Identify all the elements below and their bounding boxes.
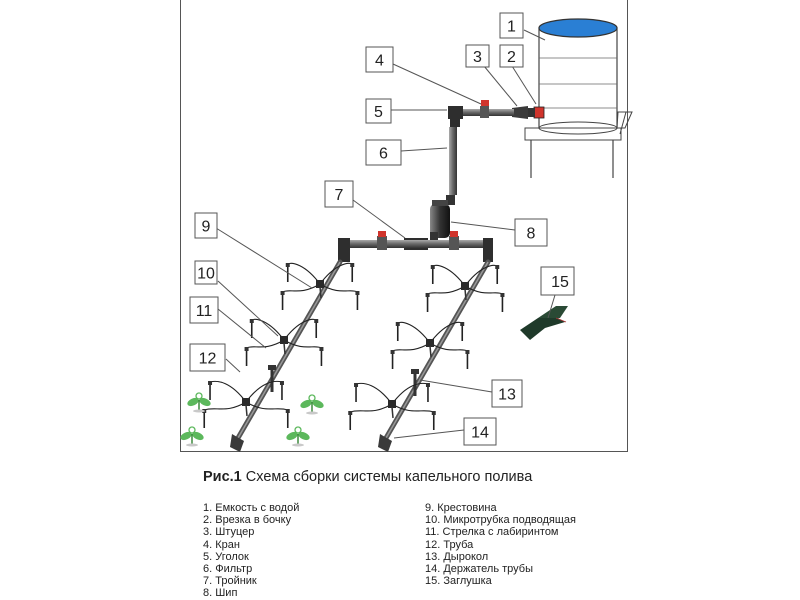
callout-15: 15	[551, 274, 569, 291]
main-pipe	[345, 240, 487, 248]
leader-lines	[215, 29, 556, 439]
dripper-cluster	[202, 380, 290, 428]
legend-item: 6. Фильтр	[203, 563, 253, 576]
callout-number: 14	[471, 425, 489, 442]
callout-12: 12	[189, 343, 226, 372]
callout-7: 7	[324, 180, 354, 208]
cross-fitting	[388, 400, 396, 408]
cross-fitting	[461, 282, 469, 290]
cross-fitting	[280, 336, 288, 344]
plants	[180, 392, 324, 447]
plant-icon	[187, 392, 211, 413]
legend-item: 14. Держатель трубы	[425, 563, 534, 576]
legend-item: 2. Врезка в бочку	[203, 514, 292, 527]
barrel-stand	[524, 111, 633, 178]
callout-2: 2	[499, 44, 524, 68]
callout-number: 15	[551, 274, 569, 291]
callout-4: 4	[365, 46, 394, 73]
callout-10: 10	[194, 260, 218, 285]
dripper-cluster	[348, 382, 436, 430]
filter	[430, 195, 455, 238]
callout-number: 6	[379, 146, 388, 163]
legend-item: 15. Заглушка	[425, 575, 492, 588]
legend-right-column: 9. Крестовина 10. Микротрубка подводящая…	[425, 502, 576, 587]
legend-item: 4. Кран	[203, 538, 240, 551]
dripper-cluster	[280, 262, 360, 310]
figure-caption: Рис.1 Схема сборки системы капельного по…	[203, 469, 532, 485]
end-plug-left	[230, 434, 244, 452]
end-plug-right	[378, 434, 392, 452]
callout-number: 4	[375, 53, 384, 70]
water-surface	[538, 18, 618, 38]
legend-item: 13. Дырокол	[425, 550, 489, 563]
dripper-cluster	[425, 264, 505, 312]
main-valve-left	[377, 231, 387, 250]
callout-9: 9	[194, 212, 218, 239]
water-barrel	[538, 18, 618, 135]
dripper-cluster	[244, 318, 324, 366]
hole-puncher-icon	[520, 306, 568, 340]
callout-number: 1	[507, 19, 516, 36]
callout-number: 10	[197, 266, 215, 283]
callout-number: 8	[527, 226, 536, 243]
legend-item: 7. Тройник	[203, 575, 257, 588]
left-end-elbow	[338, 238, 350, 262]
cross-fitting	[426, 339, 434, 347]
pipe-holder-right	[411, 369, 419, 396]
top-valve	[480, 100, 489, 118]
fitting	[512, 106, 528, 119]
plant-icon	[286, 426, 310, 447]
cross-fitting	[316, 280, 324, 288]
legend-item: 10. Микротрубка подводящая	[425, 514, 576, 527]
callout-5: 5	[365, 98, 392, 124]
diagram-frame	[180, 0, 628, 452]
callout-number: 5	[374, 104, 383, 121]
callout-11: 11	[189, 296, 219, 324]
callout-1: 1	[499, 12, 524, 39]
callout-number: 12	[199, 351, 217, 368]
callout-number: 3	[473, 49, 482, 66]
vertical-pipe	[449, 127, 457, 195]
elbow	[448, 106, 463, 127]
callout-number: 9	[202, 219, 211, 236]
callout-number: 7	[335, 187, 344, 204]
legend-item: 5. Уголок	[203, 550, 249, 563]
legend-item: 9. Крестовина	[425, 502, 497, 514]
right-end-elbow	[483, 238, 493, 262]
callout-14: 14	[463, 417, 497, 446]
legend-item: 8. Шип	[203, 587, 238, 600]
callout-13: 13	[491, 379, 523, 408]
callout-6: 6	[365, 139, 402, 166]
callout-3: 3	[465, 44, 490, 68]
hole-puncher-box	[540, 266, 575, 296]
callout-8: 8	[514, 218, 548, 247]
legend-left-column: 1. Емкость с водой 2. Врезка в бочку 3. …	[203, 502, 299, 600]
legend-item: 11. Стрелка с лабиринтом	[425, 526, 559, 539]
legend-item: 3. Штуцер	[203, 526, 255, 539]
plant-icon	[180, 426, 204, 447]
dripper-clusters	[202, 262, 505, 430]
callout-number: 2	[507, 49, 516, 66]
dripper-cluster	[390, 321, 470, 369]
barrel-inlet	[528, 106, 545, 119]
pipe-holder-left	[268, 365, 276, 392]
callout-number: 11	[196, 303, 213, 320]
legend-item: 12. Труба	[425, 538, 474, 551]
cross-fitting	[242, 398, 250, 406]
legend-item: 1. Емкость с водой	[203, 502, 300, 514]
callout-number: 13	[498, 387, 516, 404]
caption-text: Схема сборки системы капельного полива	[245, 469, 533, 485]
plant-icon	[300, 394, 324, 415]
caption-prefix: Рис.1	[203, 469, 242, 485]
main-valve-right	[449, 231, 459, 250]
